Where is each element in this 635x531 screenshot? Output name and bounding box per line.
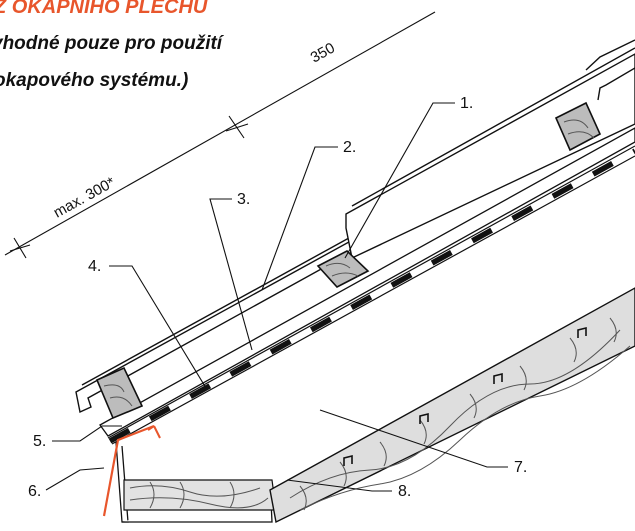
soffit-plank [123, 479, 277, 511]
leader-lines [45, 102, 508, 492]
batten-2 [554, 101, 602, 152]
dimension-line [4, 11, 436, 259]
label-4: 4. [88, 258, 101, 275]
dimension-max-300: max. 300* [51, 174, 118, 222]
batten-eave [95, 366, 144, 420]
section-title: Z OKAPNÍHO PLECHU [0, 0, 208, 18]
label-2: 2. [343, 139, 356, 156]
label-1: 1. [460, 95, 473, 112]
label-6: 6. [28, 483, 41, 500]
dimension-350: 350 [308, 39, 338, 66]
label-8: 8. [398, 483, 411, 500]
batten-1 [316, 250, 370, 288]
drip-edge-flashing [102, 424, 155, 517]
roof-panel-upper [345, 39, 635, 260]
label-3: 3. [237, 191, 250, 208]
label-5: 5. [33, 433, 46, 450]
membrane [107, 145, 635, 445]
label-7: 7. [514, 459, 527, 476]
counter-batten [99, 127, 635, 437]
note-line-2: okapového systému.) [0, 70, 189, 91]
rafter-board [269, 287, 635, 524]
note-line-1: vhodné pouze pro použití [0, 33, 223, 54]
